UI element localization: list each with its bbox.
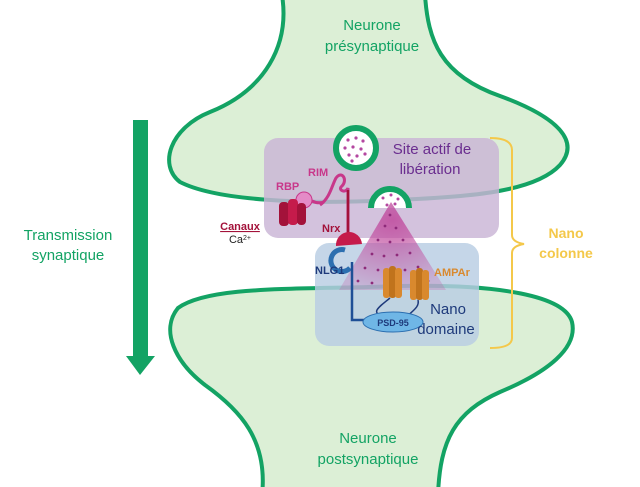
calcium-superscript: 2+ [243, 235, 251, 242]
postsynaptic-label-2: postsynaptique [318, 451, 419, 468]
nlg1-protein [328, 247, 352, 275]
nano-column-bracket [489, 137, 525, 349]
ampar-label: AMPAr [434, 267, 471, 279]
calcium-channel [279, 199, 306, 226]
active-site-label-1: Site actif de [393, 141, 471, 158]
psd95-label: PSD-95 [377, 318, 409, 328]
presynaptic-label-2: présynaptique [325, 38, 419, 55]
docked-vesicle [368, 186, 412, 209]
active-site-label-2: libération [400, 161, 461, 178]
rim-protein [319, 173, 350, 238]
nrx-label: Nrx [322, 223, 341, 235]
nano-column-label-2: colonne [539, 245, 593, 261]
nano-column-label-1: Nano [549, 225, 584, 241]
transmission-arrow [126, 120, 155, 375]
rim-label: RIM [308, 167, 328, 179]
transmission-label-1: Transmission [24, 227, 113, 244]
synaptic-vesicle [333, 125, 379, 171]
calcium-symbol: Ca [229, 234, 244, 246]
nano-domain-label-1: Nano [430, 301, 466, 318]
calcium-channel-label-2: Ca2+ [229, 234, 251, 246]
psd95-scaffold [362, 311, 424, 333]
nrx-head [335, 231, 362, 246]
postsynaptic-label-1: Neurone [339, 430, 397, 447]
rbp-label: RBP [276, 181, 299, 193]
calcium-channel-label-1: Canaux [220, 221, 261, 233]
presynaptic-label-1: Neurone [343, 17, 401, 34]
nlg1-label: NLG1 [315, 265, 344, 277]
transmission-label-2: synaptique [32, 247, 105, 264]
nano-domain-label-2: domaine [417, 321, 475, 338]
